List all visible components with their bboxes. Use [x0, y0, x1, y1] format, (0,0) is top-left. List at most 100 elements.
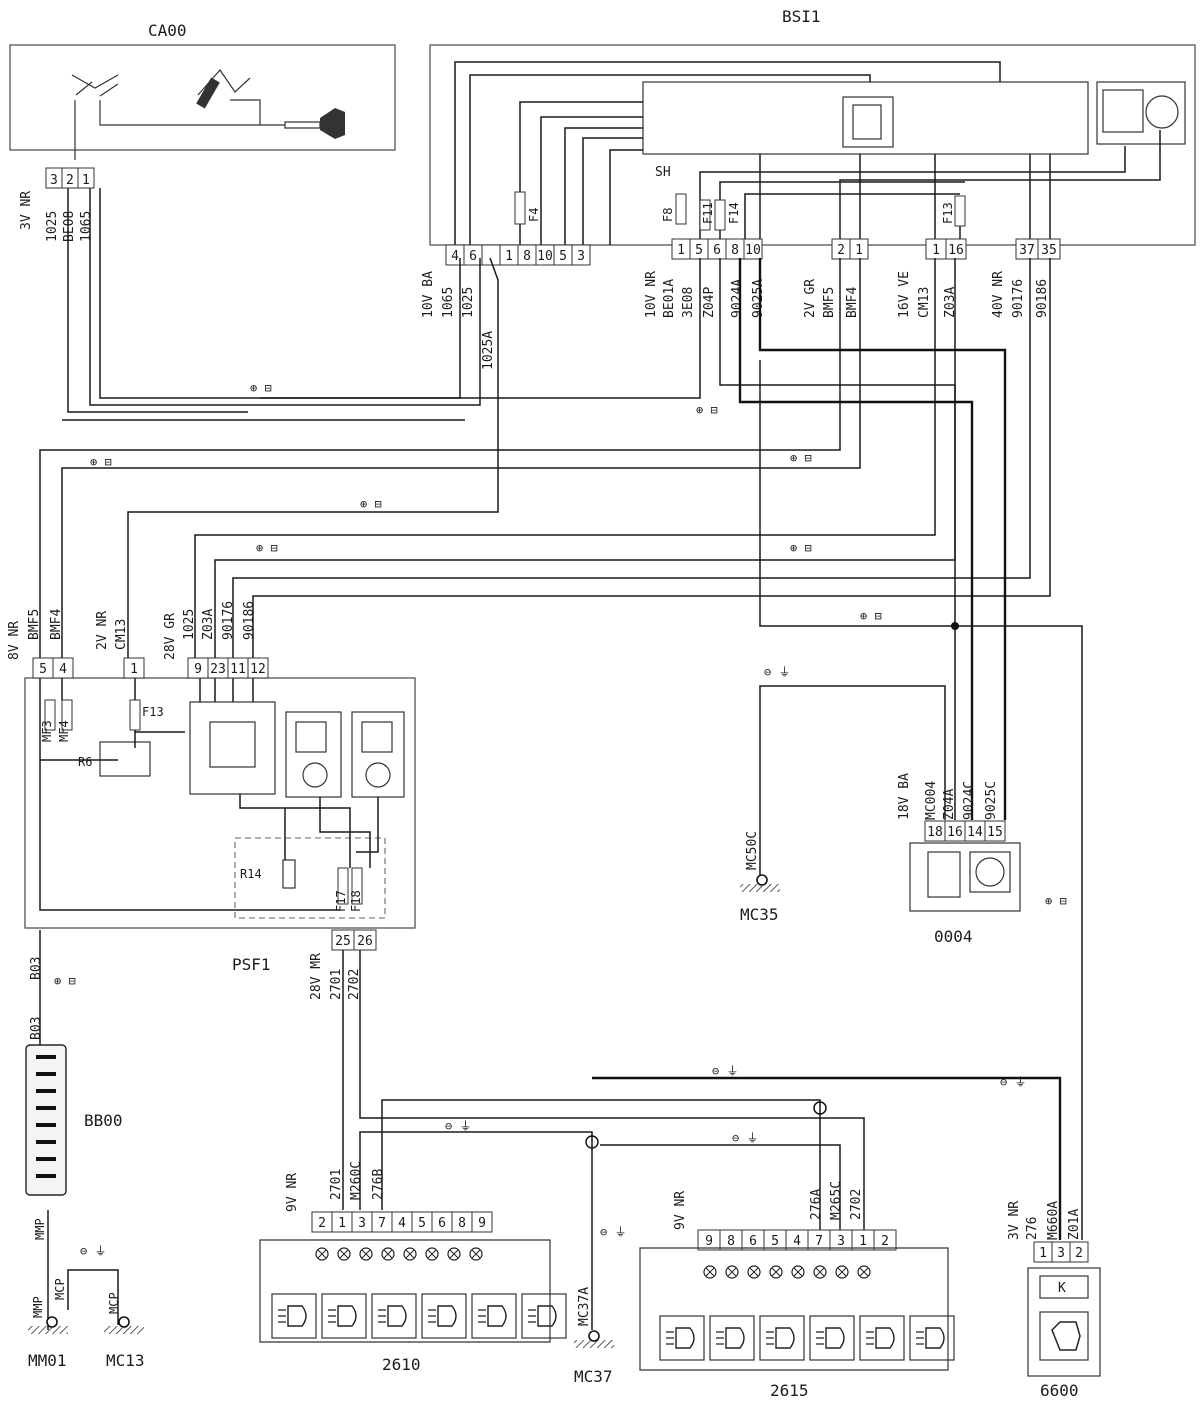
c2615-pin: 4	[793, 1234, 801, 1249]
c0004-pin: 14	[967, 825, 983, 840]
bsi-b-wire: 3E08	[681, 287, 696, 318]
psf-c-spec: 28V GR	[163, 613, 178, 660]
svg-text:⊕ ⊟: ⊕ ⊟	[790, 451, 812, 465]
svg-text:⊕ ⊟: ⊕ ⊟	[860, 609, 882, 623]
psf-a-wire: BMF4	[49, 609, 64, 640]
svg-text:⊕ ⊟: ⊕ ⊟	[90, 455, 112, 469]
c0004-title: 0004	[934, 927, 973, 946]
battery-cell	[36, 1174, 56, 1178]
mc37a-label: MC37A	[577, 1287, 592, 1326]
fuse-f4: F4	[527, 208, 541, 222]
psf-d-pin: 26	[357, 934, 373, 949]
ground-mc35: MC50C MC35	[740, 831, 780, 924]
bsi-e-wire: 90186	[1035, 279, 1050, 318]
psf1-title: PSF1	[232, 955, 271, 974]
psf-b-wire: CM13	[114, 619, 129, 650]
c0004-wire: 9024C	[962, 781, 977, 820]
ca00-wire: BE08	[62, 211, 77, 242]
c6600-title: 6600	[1040, 1381, 1079, 1400]
c2610-pin: 7	[378, 1216, 386, 1231]
bsi-e-pin: 35	[1041, 243, 1057, 258]
shunt-sh: SH	[655, 165, 671, 180]
bsi-a-pin: 5	[559, 249, 567, 264]
bsi-a-cell	[571, 244, 591, 266]
mm01-label: MM01	[28, 1351, 67, 1370]
psf-connector-b: 2V NR 1 CM13	[95, 611, 145, 679]
c2615-button-icon	[809, 1315, 855, 1361]
c2610-title: 2610	[382, 1355, 421, 1374]
psf-d-wire: 2702	[347, 969, 362, 1000]
svg-text:⊕ ⊟: ⊕ ⊟	[250, 381, 272, 395]
bsi-c-pin: 1	[855, 243, 863, 258]
fuse-f8: F8	[661, 208, 675, 222]
mc13-label: MC13	[106, 1351, 145, 1370]
bsi-b-spec: 10V NR	[644, 271, 659, 318]
psf-b-spec: 2V NR	[95, 611, 110, 650]
mc50c-label: MC50C	[745, 831, 760, 870]
battery-cell	[36, 1089, 56, 1093]
c0004-wire: 9025C	[984, 781, 999, 820]
c2615-cell	[873, 1229, 897, 1251]
psf-c-wire: 90176	[221, 601, 236, 640]
psf-c-pin: 23	[210, 662, 226, 677]
c6600-cell	[1069, 1241, 1089, 1263]
c6600-wire: Z01A	[1067, 1209, 1082, 1240]
c0004-pin: 18	[927, 825, 943, 840]
fuse-f13-bsi: F13	[941, 202, 955, 224]
ground-mm01: MMP MMP MCP MM01	[28, 1218, 68, 1370]
c2615-pin: 9	[705, 1234, 713, 1249]
psf-c-cell	[247, 657, 269, 679]
c2615-pin: 7	[815, 1234, 823, 1249]
c2610-spec: 9V NR	[285, 1173, 300, 1212]
ca00-spec: 3V NR	[19, 191, 34, 230]
psf-c-pin: 9	[194, 662, 202, 677]
psf-a-pin: 5	[39, 662, 47, 677]
bsi-b-pin: 8	[731, 243, 739, 258]
bsi-d-wire: CM13	[917, 287, 932, 318]
c2615-wire: M265C	[829, 1181, 844, 1220]
ca00-block: CA00	[9, 21, 396, 160]
svg-text:⊖ ⏚: ⊖ ⏚	[732, 1131, 758, 1145]
c2610-pin: 3	[358, 1216, 366, 1231]
c2610-pin: 4	[398, 1216, 406, 1231]
c2610-pin: 8	[458, 1216, 466, 1231]
ground-mc37: MC37A MC37	[574, 1287, 614, 1386]
bsi-c-pin: 2	[837, 243, 845, 258]
bsi-c-spec: 2V GR	[803, 279, 818, 318]
c0004-spec: 18V BA	[897, 773, 912, 820]
c2615-wire: 2702	[849, 1189, 864, 1220]
psf-b-cell	[123, 657, 145, 679]
psf-a-cell	[52, 657, 74, 679]
c2610-pin: 1	[338, 1216, 346, 1231]
c2615-button-icon	[659, 1315, 705, 1361]
c2610-pin: 9	[478, 1216, 486, 1231]
svg-text:⊖ ⏚: ⊖ ⏚	[80, 1244, 106, 1258]
c2610-button-icon	[321, 1293, 367, 1339]
bsi-b-wire: BE01A	[662, 279, 677, 318]
battery-cell	[36, 1140, 56, 1144]
c6600-wire: M660A	[1046, 1201, 1061, 1240]
bsi-e-pin: 37	[1019, 243, 1035, 258]
relay-r14: R14	[240, 867, 262, 881]
battery-cell	[36, 1157, 56, 1161]
c2610-button-icon	[371, 1293, 417, 1339]
bsi-a-pin: 4	[451, 249, 459, 264]
c0004-cell	[984, 820, 1006, 842]
c2610-button-icon	[271, 1293, 317, 1339]
mmp-label: MMP	[31, 1296, 45, 1318]
c2615-pin: 5	[771, 1234, 779, 1249]
bb00-wire-label: B03	[29, 1017, 44, 1040]
psf-c-wire: Z03A	[201, 609, 216, 640]
c2615-button-icon	[859, 1315, 905, 1361]
c2610-wire: M260C	[349, 1161, 364, 1200]
psf-a-pin: 4	[59, 662, 67, 677]
svg-text:⊕ ⊟: ⊕ ⊟	[790, 541, 812, 555]
c2610-wire: 276B	[371, 1169, 386, 1200]
svg-text:⊖ ⏚: ⊖ ⏚	[1000, 1075, 1026, 1089]
